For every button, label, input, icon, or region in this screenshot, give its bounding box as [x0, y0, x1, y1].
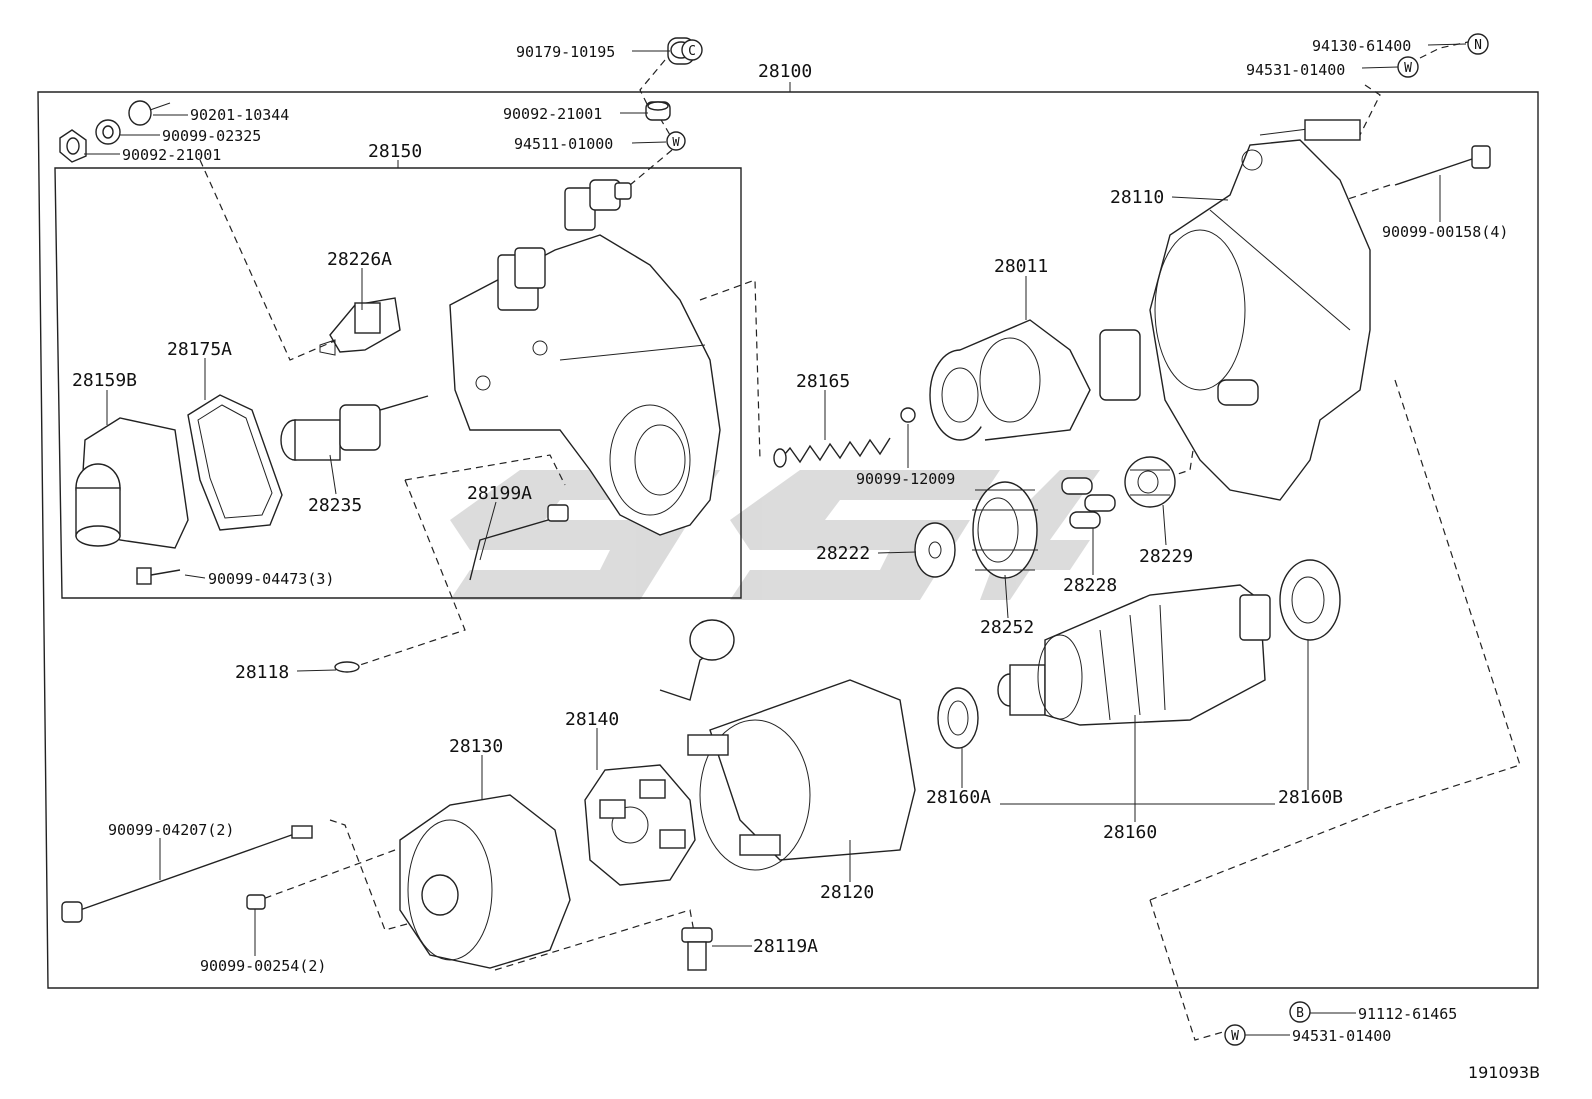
clutch-28011 [929, 319, 1141, 441]
label-90092-21001-upper: 90092-21001 [503, 105, 602, 123]
label-28228: 28228 [1063, 575, 1117, 596]
solenoid-housing [449, 234, 721, 536]
label-94531-01400-top: 94531-01400 [1246, 61, 1345, 79]
lead-28199A [469, 504, 569, 581]
label-28229: 28229 [1139, 546, 1193, 567]
bolt-90099-04473 [136, 567, 181, 585]
nut-90092-upper [645, 101, 671, 121]
label-94511-01000: 94511-01000 [514, 135, 613, 153]
label-90201-10344: 90201-10344 [190, 106, 289, 124]
bearing-28160B [1279, 559, 1341, 641]
drive-housing-28110 [1149, 119, 1371, 501]
label-90179-10195: 90179-10195 [516, 43, 615, 61]
label-28165: 28165 [796, 371, 850, 392]
retainer-28229 [1124, 456, 1176, 508]
assembly-frame [37, 91, 1539, 989]
svg-text:C: C [688, 44, 696, 59]
label-28160B: 28160B [1278, 787, 1343, 808]
yoke-28120 [659, 619, 916, 871]
label-28175A: 28175A [167, 339, 232, 360]
end-frame-28130 [399, 794, 571, 969]
svg-text:W: W [1404, 61, 1412, 76]
rollers-28228 [1061, 477, 1116, 529]
label-28118: 28118 [235, 662, 289, 683]
callout-w-top: W [1397, 56, 1419, 78]
label-28226A: 28226A [327, 249, 392, 270]
label-28120: 28120 [820, 882, 874, 903]
bearing-28160A [937, 687, 979, 749]
label-90099-00254: 90099-00254(2) [200, 957, 326, 975]
callout-w-94511: W [666, 131, 686, 151]
label-28140: 28140 [565, 709, 619, 730]
armature-28160 [997, 584, 1271, 726]
washer-28222 [914, 522, 956, 578]
label-28160: 28160 [1103, 822, 1157, 843]
label-90099-04473: 90099-04473(3) [208, 570, 334, 588]
gear-28252 [972, 481, 1038, 579]
label-90099-04207: 90099-04207(2) [108, 821, 234, 839]
label-28252: 28252 [980, 617, 1034, 638]
part-labels: 90179-10195 28100 94130-61400 94531-0140… [72, 37, 1508, 1045]
label-90099-02325: 90099-02325 [162, 127, 261, 145]
label-28011: 28011 [994, 256, 1048, 277]
callout-w-bottom: W [1224, 1024, 1246, 1046]
subassembly-frame [54, 167, 742, 599]
callout-b: B [1289, 1001, 1311, 1023]
svg-text:W: W [1231, 1029, 1239, 1044]
plunger-28235 [280, 395, 429, 461]
label-90092-21001-left: 90092-21001 [122, 146, 221, 164]
clip-90201 [128, 100, 171, 126]
callout-n: N [1467, 33, 1489, 55]
terminal-bolt [564, 179, 632, 231]
label-94531-01400-bottom: 94531-01400 [1292, 1027, 1391, 1045]
svg-text:W: W [672, 135, 680, 149]
label-91112-61465: 91112-61465 [1358, 1005, 1457, 1023]
nut-90092-left [59, 129, 87, 163]
spring-28165 [773, 437, 891, 468]
label-28110: 28110 [1110, 187, 1164, 208]
screw-90099-00254 [246, 894, 266, 910]
brush-holder-28140 [584, 764, 696, 886]
label-90099-00158: 90099-00158(4) [1382, 223, 1508, 241]
label-28100: 28100 [758, 61, 812, 82]
switch-28226A [319, 297, 401, 356]
label-28160A: 28160A [926, 787, 991, 808]
label-28235: 28235 [308, 495, 362, 516]
callout-c-top: C [681, 39, 703, 61]
washer-90099-02325 [95, 119, 121, 145]
bolt-90099-00158 [1394, 145, 1491, 186]
label-28119A: 28119A [753, 936, 818, 957]
terminal-28119A [681, 927, 713, 971]
pin-28118 [334, 661, 360, 673]
svg-text:B: B [1296, 1006, 1304, 1021]
leader-lines [84, 43, 1467, 1036]
through-bolt-90099-04207 [61, 825, 313, 923]
label-28130: 28130 [449, 736, 503, 757]
label-28159B: 28159B [72, 370, 137, 391]
label-28222: 28222 [816, 543, 870, 564]
gasket-28175A [187, 394, 283, 531]
svg-text:N: N [1474, 38, 1482, 53]
label-94130-61400: 94130-61400 [1312, 37, 1411, 55]
label-28199A: 28199A [467, 483, 532, 504]
label-28150: 28150 [368, 141, 422, 162]
ball-90099-12009 [900, 407, 916, 423]
diagram-code: 191093B [1468, 1063, 1540, 1082]
cover-28159B [75, 417, 189, 549]
label-90099-12009: 90099-12009 [856, 470, 955, 488]
